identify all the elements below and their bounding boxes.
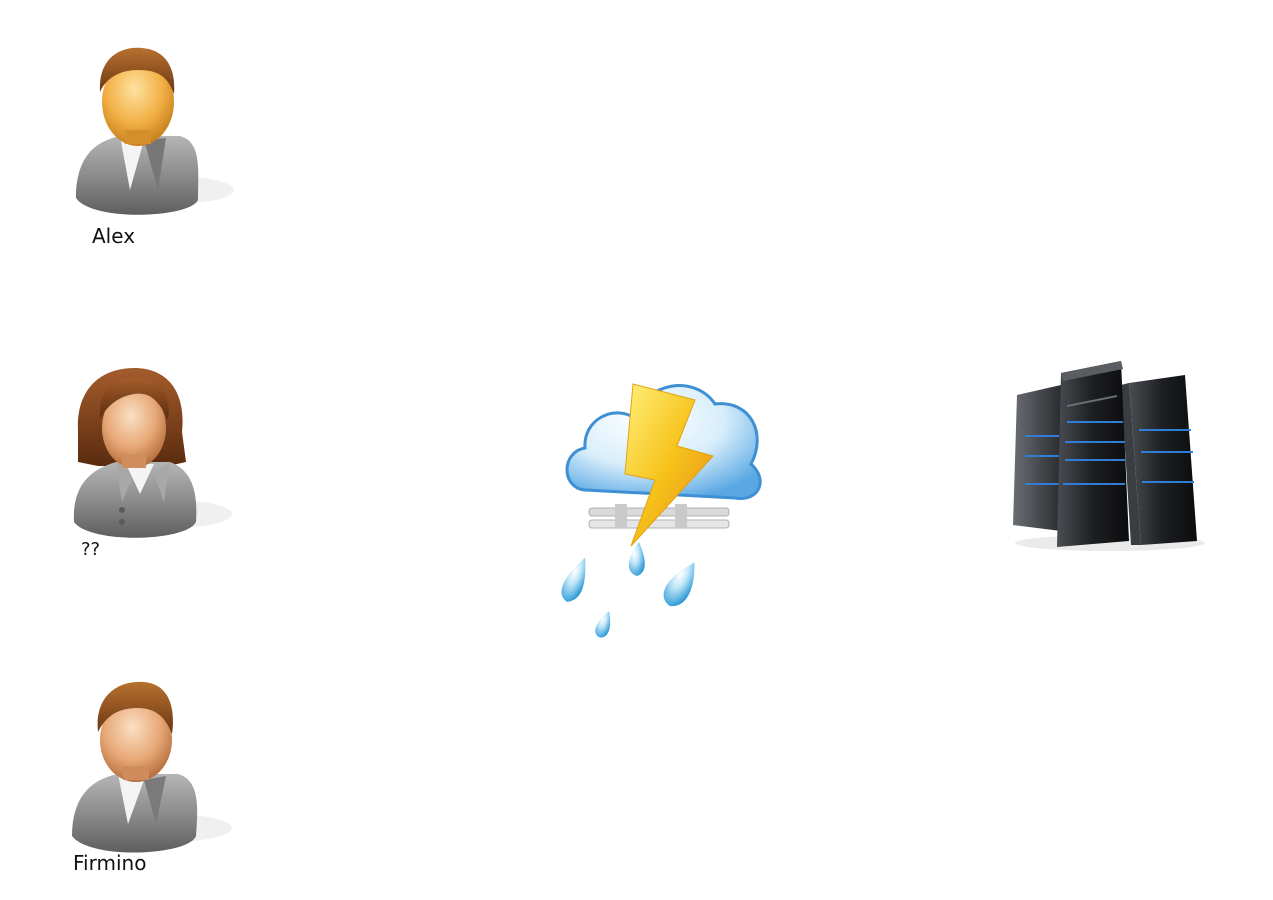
- user-label: Alex: [92, 224, 136, 248]
- user-firmino: [60, 676, 235, 861]
- female-user-icon: [73, 368, 232, 538]
- user-label: ??: [81, 539, 101, 560]
- male-user-icon: [76, 47, 234, 215]
- storm-cloud-icon: [561, 383, 762, 638]
- server-rack-icon: [1013, 361, 1205, 551]
- user-label: Firmino: [73, 851, 147, 875]
- user-alex: [62, 40, 237, 225]
- male-user-icon: [72, 681, 232, 853]
- storm-cloud: [555, 360, 765, 645]
- server-rack: [1005, 355, 1210, 555]
- user-unknown: [60, 362, 235, 547]
